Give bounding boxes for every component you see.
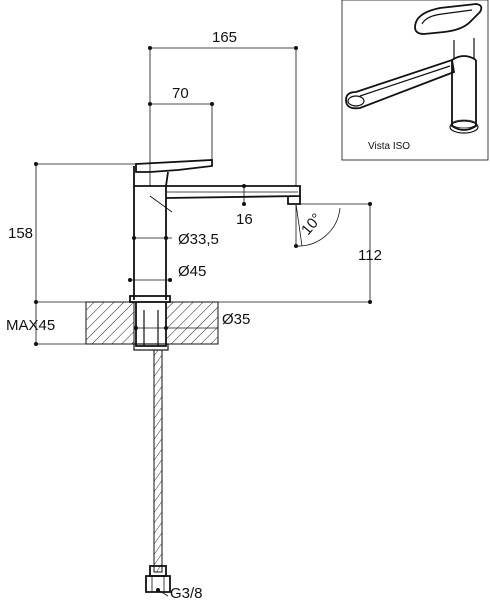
deck-section (85, 301, 219, 351)
flexible-hose (145, 349, 171, 593)
dim-base-diameter: Ø45 (178, 263, 206, 280)
dim-connection: G3/8 (170, 585, 203, 602)
dim-hole-diameter: Ø35 (222, 311, 250, 328)
base-flange (129, 295, 171, 303)
dimension-lines (34, 46, 372, 597)
faucet-body (133, 186, 167, 300)
iso-view-caption: Vista ISO (368, 141, 410, 152)
dim-deck-thickness: MAX45 (6, 317, 55, 334)
hose-nut (145, 575, 171, 593)
lever-handle (135, 159, 213, 173)
spout-outlet (287, 196, 301, 205)
mounting-shank (135, 302, 167, 347)
dim-spout-height: 112 (358, 247, 382, 264)
iso-view-frame (341, 0, 489, 161)
dimension-labels: 165 70 158 112 16 10° Ø33,5 Ø45 Ø35 MAX4… (6, 29, 382, 602)
dim-outlet: 16 (236, 211, 253, 228)
lever-cartridge (133, 166, 169, 187)
hose-braid (153, 349, 163, 573)
iso-view-panel: Vista ISO (341, 0, 489, 161)
fixing-nut (133, 343, 169, 351)
dim-height: 158 (8, 225, 33, 242)
dim-lever-reach: 70 (172, 85, 189, 102)
dim-spout-reach: 165 (212, 29, 237, 46)
deck-left-hatch (85, 301, 135, 345)
iso-faucet-illustration (345, 3, 483, 134)
dim-body-diameter: Ø33,5 (178, 231, 219, 248)
faucet-spout (165, 185, 301, 199)
deck-right-hatch (165, 301, 219, 345)
dim-angle: 10° (298, 210, 326, 238)
